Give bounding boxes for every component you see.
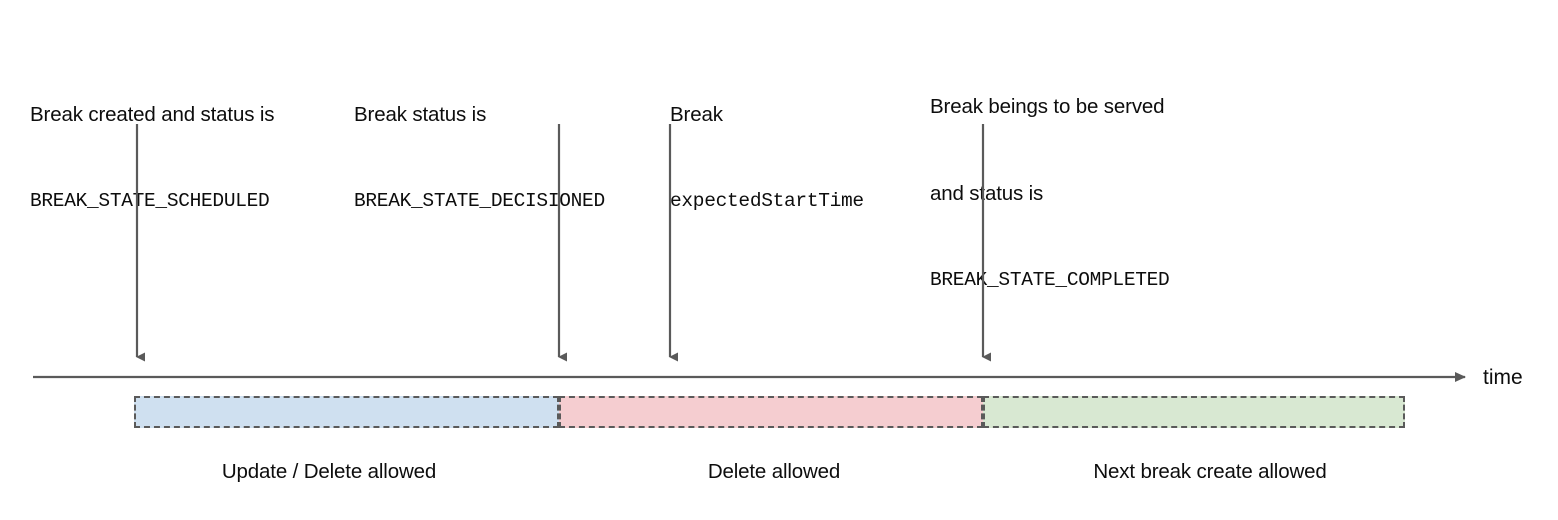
annotation-scheduled-line2: BREAK_STATE_SCHEDULED	[30, 190, 270, 212]
phase-bar-delete	[559, 396, 983, 428]
annotation-decisioned: Break status is BREAK_STATE_DECISIONED	[354, 42, 605, 274]
phase-bar-next-break	[983, 396, 1405, 428]
phase-caption-next-break: Next break create allowed	[1093, 460, 1327, 483]
annotation-scheduled-line1: Break created and status is	[30, 103, 275, 126]
time-axis-label: time	[1483, 366, 1523, 389]
phase-bar-update-delete	[134, 396, 559, 428]
annotation-completed-line1: Break beings to be served	[930, 95, 1165, 118]
annotation-expected-start-time: Break expectedStartTime	[670, 42, 864, 274]
annotation-expected-start-time-line1: Break	[670, 103, 723, 126]
annotation-completed-line3: BREAK_STATE_COMPLETED	[930, 269, 1170, 291]
phase-caption-delete: Delete allowed	[707, 460, 841, 483]
annotation-expected-start-time-line2: expectedStartTime	[670, 190, 864, 212]
annotation-decisioned-line1: Break status is	[354, 103, 487, 126]
annotation-scheduled: Break created and status is BREAK_STATE_…	[30, 42, 275, 274]
phase-caption-update-delete: Update / Delete allowed	[221, 460, 437, 483]
annotation-decisioned-line2: BREAK_STATE_DECISIONED	[354, 190, 605, 212]
